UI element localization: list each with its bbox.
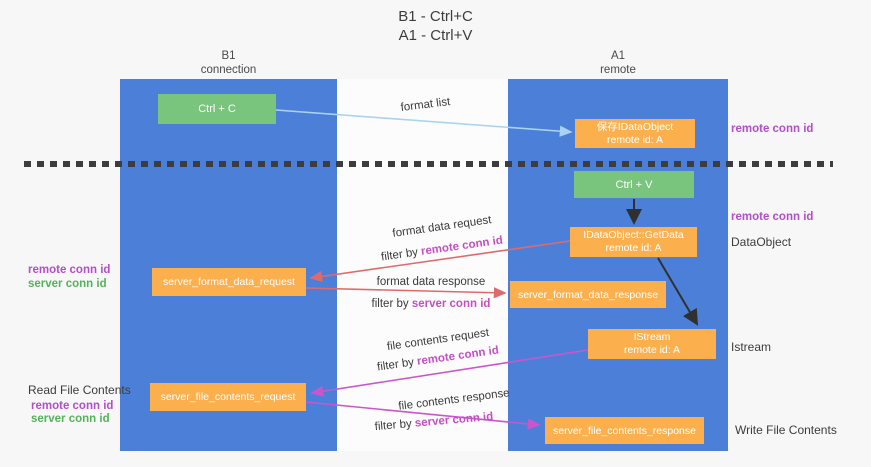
istream-box: IStream remote id: A xyxy=(588,329,716,359)
left-server-conn-id-format: server conn id xyxy=(28,278,107,290)
server-file-contents-request-label: server_file_contents_request xyxy=(160,391,296,403)
getdata-line2: remote id: A xyxy=(605,242,662,254)
lane-b1-role: connection xyxy=(200,64,257,76)
server-format-data-response-label: server_format_data_response xyxy=(517,288,659,301)
format-data-response-filter-label: filter by server conn id xyxy=(356,298,506,310)
ctrl-c-box: Ctrl + C xyxy=(158,94,276,124)
save-idataobject-line1: 保存IDataObject xyxy=(596,120,674,133)
lane-a1-role: remote xyxy=(600,64,636,76)
right-remote-conn-id-top: remote conn id xyxy=(731,123,814,135)
idataobject-getdata-box: IDataObject::GetData remote id: A xyxy=(570,227,697,257)
diagram-title: B1 - Ctrl+C A1 - Ctrl+V xyxy=(0,7,871,45)
filter-by-text: filter by xyxy=(371,298,412,310)
arrow-format-data-response xyxy=(305,287,507,299)
title-line-2: A1 - Ctrl+V xyxy=(398,27,473,44)
server-format-data-response-box: server_format_data_response xyxy=(510,281,666,308)
istream-line1: IStream xyxy=(633,331,671,343)
format-data-response-label: format data response xyxy=(376,276,486,288)
arrow-format-list xyxy=(275,109,573,137)
server-format-data-request-label: server_format_data_request xyxy=(163,276,295,288)
server-conn-id-key: server conn id xyxy=(411,298,491,310)
getdata-line1: IDataObject::GetData xyxy=(583,229,684,241)
lane-header-b1: B1 connection xyxy=(120,49,337,77)
right-dataobject-label: DataObject xyxy=(731,235,792,249)
lane-header-a1: A1 remote xyxy=(508,49,728,77)
arrow-getdata-to-istream xyxy=(657,257,699,326)
left-remote-conn-id-format: remote conn id xyxy=(28,264,111,276)
arrow-file-contents-request xyxy=(310,349,589,397)
save-idataobject-box: 保存IDataObject remote id: A xyxy=(575,119,695,148)
title-line-1: B1 - Ctrl+C xyxy=(398,8,473,25)
server-file-contents-response-label: server_file_contents_response xyxy=(552,424,696,437)
ctrl-v-label: Ctrl + V xyxy=(615,178,653,191)
arrow-format-data-request xyxy=(309,240,571,282)
right-remote-conn-id-mid: remote conn id xyxy=(731,211,814,223)
ctrl-v-box: Ctrl + V xyxy=(574,171,694,198)
server-file-contents-response-box: server_file_contents_response xyxy=(545,417,704,444)
ctrl-c-label: Ctrl + C xyxy=(198,103,236,115)
istream-line2: remote id: A xyxy=(623,344,681,356)
right-write-file-contents-label: Write File Contents xyxy=(735,423,837,437)
lane-gap xyxy=(337,79,508,451)
save-idataobject-line2: remote id: A xyxy=(606,133,664,146)
lane-a1-name: A1 xyxy=(610,50,626,62)
left-read-file-contents-label: Read File Contents xyxy=(28,383,131,397)
right-istream-label: Istream xyxy=(731,340,772,354)
left-server-conn-id-file: server conn id xyxy=(31,413,110,425)
left-remote-conn-id-file: remote conn id xyxy=(31,400,114,412)
server-format-data-request-box: server_format_data_request xyxy=(152,268,306,296)
lane-b1-name: B1 xyxy=(221,50,236,62)
arrow-file-contents-response xyxy=(305,401,541,430)
server-file-contents-request-box: server_file_contents_request xyxy=(150,383,306,411)
